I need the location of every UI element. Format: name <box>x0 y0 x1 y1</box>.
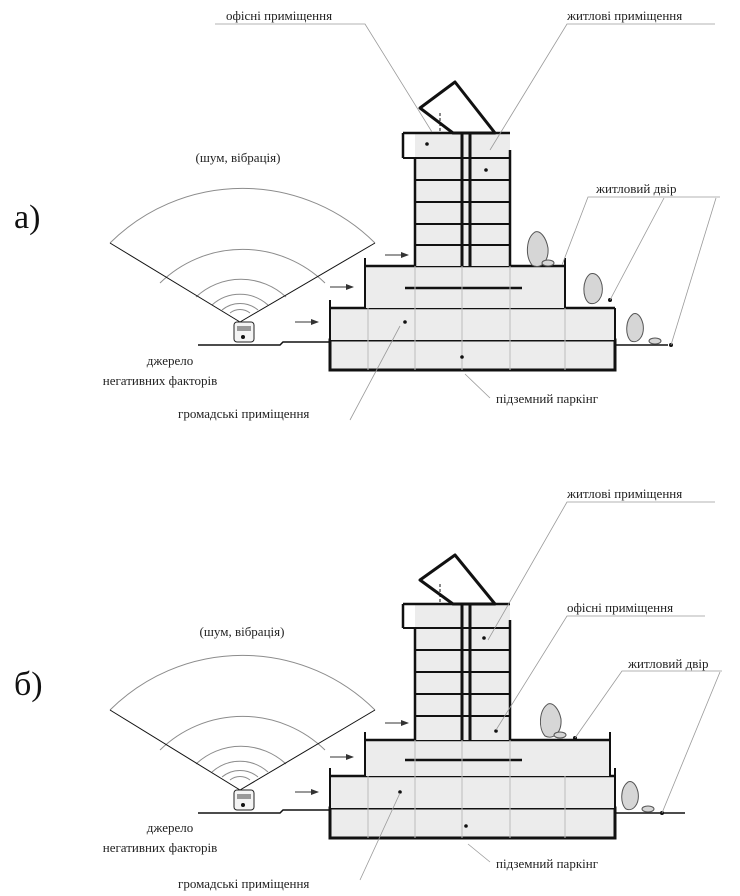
public-label: громадські приміщення <box>178 876 309 891</box>
office-label: офісні приміщення <box>226 8 332 23</box>
diagram-letter: б) <box>14 666 43 703</box>
vehicle-icon <box>233 789 255 811</box>
source-label-line2: негативних факторів <box>103 373 218 388</box>
parking-label: підземний паркінг <box>496 856 598 871</box>
office-label: офісні приміщення <box>567 600 673 615</box>
noise-waves <box>109 654 376 791</box>
building <box>328 553 617 840</box>
diagram-b: б) (шум, вібрація) джерело негативних фа… <box>14 486 722 891</box>
ground-line-left <box>198 809 330 814</box>
parking-label: підземний паркінг <box>496 391 598 406</box>
diagram-letter: а) <box>14 199 40 236</box>
building <box>328 80 617 372</box>
ground-line-left <box>198 341 330 346</box>
yard-label: житловий двір <box>627 656 708 671</box>
yard-label: житловий двір <box>595 181 676 196</box>
tree-icon <box>540 703 655 813</box>
public-label: громадські приміщення <box>178 406 309 421</box>
diagram-a: а) (шум, вібрація) джерело негативних фа… <box>14 8 720 421</box>
residential-label: житлові приміщення <box>566 8 682 23</box>
vehicle-icon <box>233 321 255 343</box>
source-label-line2: негативних факторів <box>103 840 218 855</box>
noise-waves <box>109 187 376 323</box>
source-label-line1: джерело <box>147 353 193 368</box>
residential-label: житлові приміщення <box>566 486 682 501</box>
noise-label: (шум, вібрація) <box>196 150 281 165</box>
noise-label: (шум, вібрація) <box>200 624 285 639</box>
tree-icon <box>527 231 662 345</box>
source-label-line1: джерело <box>147 820 193 835</box>
